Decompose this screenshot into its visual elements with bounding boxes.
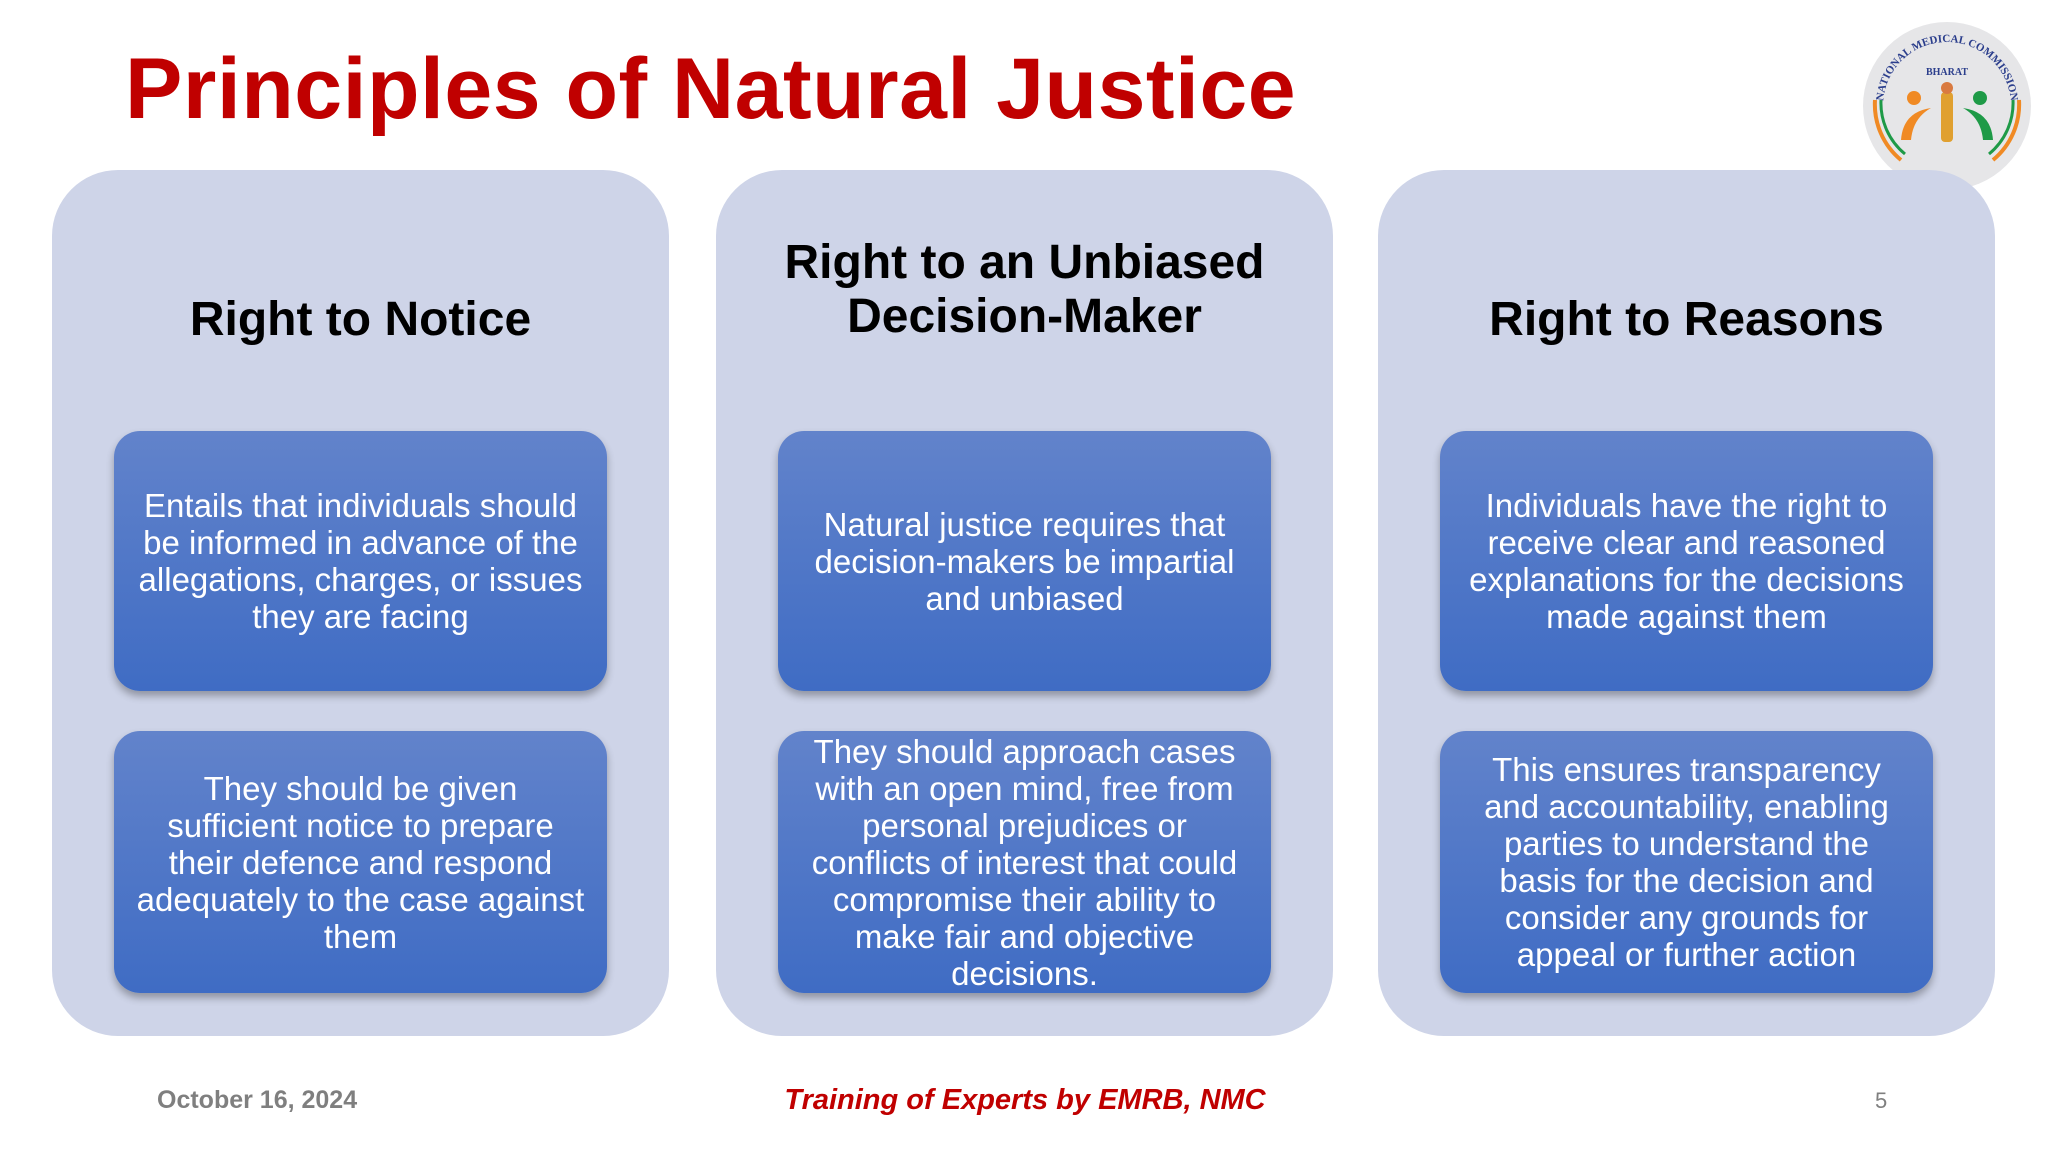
info-box: They should approach cases with an open … [778,731,1271,993]
column-right-to-reasons: Right to Reasons Individuals have the ri… [1378,170,1995,1036]
svg-text:BHARAT: BHARAT [1926,67,1968,78]
column-heading: Right to Reasons [1489,293,1884,346]
info-box: Natural justice requires that decision-m… [778,431,1271,691]
info-box: Individuals have the right to receive cl… [1440,431,1933,691]
slide-title: Principles of Natural Justice [125,41,1297,137]
info-box: This ensures transparency and accountabi… [1440,731,1933,993]
info-box: They should be given sufficient notice t… [114,731,607,993]
column-right-to-unbiased-decision-maker: Right to an Unbiased Decision-Maker Natu… [716,170,1333,1036]
footer-title: Training of Experts by EMRB, NMC [784,1084,1266,1116]
nmc-logo-icon: NATIONAL MEDICAL COMMISSION BHARAT [1863,22,2031,190]
footer-date: October 16, 2024 [157,1086,358,1114]
column-right-to-notice: Right to Notice Entails that individuals… [52,170,669,1036]
page-number: 5 [1875,1088,1888,1113]
column-heading: Right to Notice [189,293,532,346]
info-box: Entails that individuals should be infor… [114,431,607,691]
column-heading: Right to an Unbiased Decision-Maker [784,236,1265,343]
